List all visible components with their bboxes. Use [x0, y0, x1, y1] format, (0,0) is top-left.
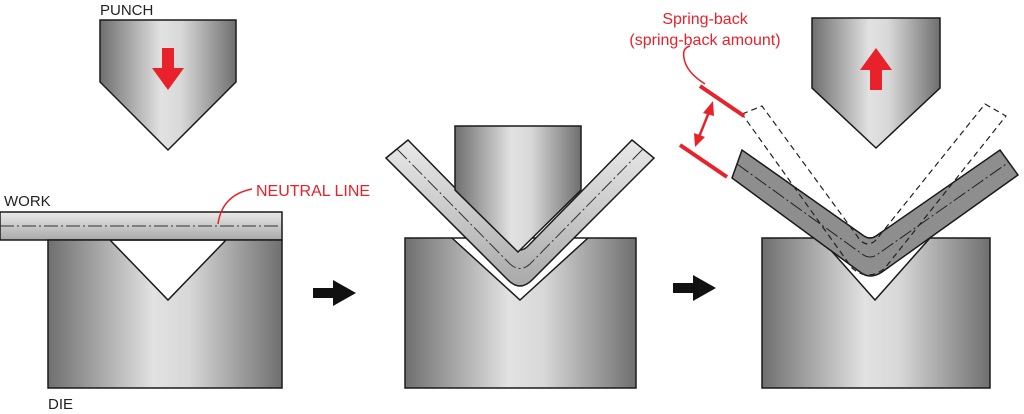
- punch-label: PUNCH: [100, 2, 153, 19]
- stage-1-before-bending: PUNCH WORK NEUTRAL LINE DIE: [0, 2, 370, 413]
- arrow-up-icon: [860, 48, 892, 90]
- arrow-right-icon: [313, 280, 356, 306]
- stage-3-spring-back: Spring-back (spring-back amount): [629, 11, 1020, 389]
- spring-back-amount-label: (spring-back amount): [629, 32, 780, 49]
- work-outline-before-spring-back: [741, 103, 1007, 276]
- arrow-down-icon: [152, 48, 184, 90]
- arrow-right-icon: [673, 275, 716, 301]
- die-stage-1: [47, 239, 283, 389]
- die-label: DIE: [48, 396, 73, 413]
- spring-back-indicator: [678, 45, 746, 179]
- spring-back-leader: [682, 45, 706, 85]
- stage-2-bending: [384, 125, 656, 389]
- punch-stage-2: [454, 125, 582, 254]
- neutral-line-leader: [217, 188, 253, 225]
- neutral-line-stage-2: [396, 148, 644, 269]
- neutral-line-label: NEUTRAL LINE: [256, 183, 370, 200]
- neutral-line-stage-3: [736, 161, 1010, 258]
- work-label: WORK: [4, 193, 51, 210]
- spring-back-label: Spring-back: [662, 11, 748, 28]
- double-arrow-icon: [694, 101, 714, 147]
